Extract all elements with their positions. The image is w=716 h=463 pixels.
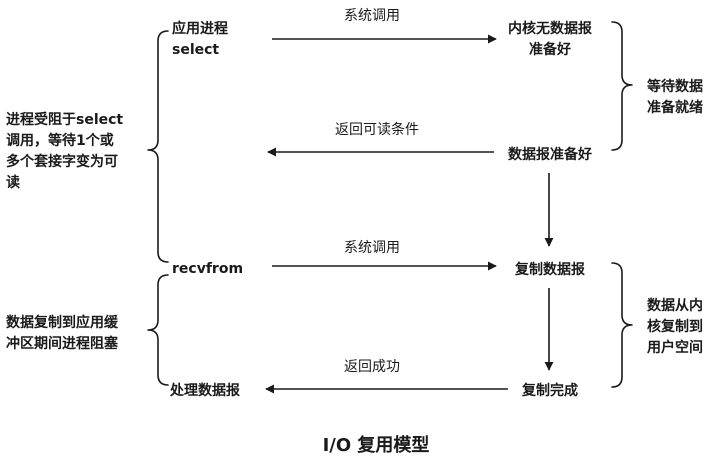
datagram-ready-label: 数据报准备好 [508, 146, 592, 163]
note-select-line1: 进程受阻于select [6, 111, 123, 128]
note-copy-line2: 冲区期间进程阻塞 [6, 335, 119, 352]
success-label: 返回成功 [344, 359, 400, 375]
process-datagram-label: 处理数据报 [169, 382, 240, 399]
note-kernel-line3: 用户空间 [647, 339, 703, 356]
kernel-no-data-line2: 准备好 [529, 41, 571, 58]
note-select-line4: 读 [6, 174, 20, 191]
note-wait-line1: 等待数据 [647, 78, 703, 95]
note-kernel-line1: 数据从内 [647, 297, 703, 314]
brace-select-blocked [147, 30, 169, 263]
note-select-line3: 多个套接字变为可 [6, 153, 118, 170]
brace-copy-kernel [611, 262, 633, 388]
copy-done-label: 复制完成 [521, 382, 578, 399]
note-wait-line2: 准备就绪 [647, 99, 703, 116]
app-process-label: 应用进程 [172, 20, 228, 37]
note-kernel-line2: 核复制到 [647, 318, 703, 335]
syscall-2-label: 系统调用 [344, 240, 400, 256]
diagram-title: I/O 复用模型 [323, 434, 430, 456]
readable-label: 返回可读条件 [335, 121, 419, 138]
note-copy-line1: 数据复制到应用缓 [6, 314, 119, 331]
note-select-line2: 调用，等待1个或 [6, 132, 114, 149]
kernel-no-data-line1: 内核无数据报 [508, 20, 592, 37]
recvfrom-label: recvfrom [172, 261, 243, 277]
select-label: select [172, 42, 219, 58]
copy-datagram-label: 复制数据报 [514, 261, 585, 278]
syscall-1-label: 系统调用 [344, 8, 400, 24]
brace-wait-data [611, 21, 633, 151]
brace-copy-blocked [147, 274, 169, 386]
